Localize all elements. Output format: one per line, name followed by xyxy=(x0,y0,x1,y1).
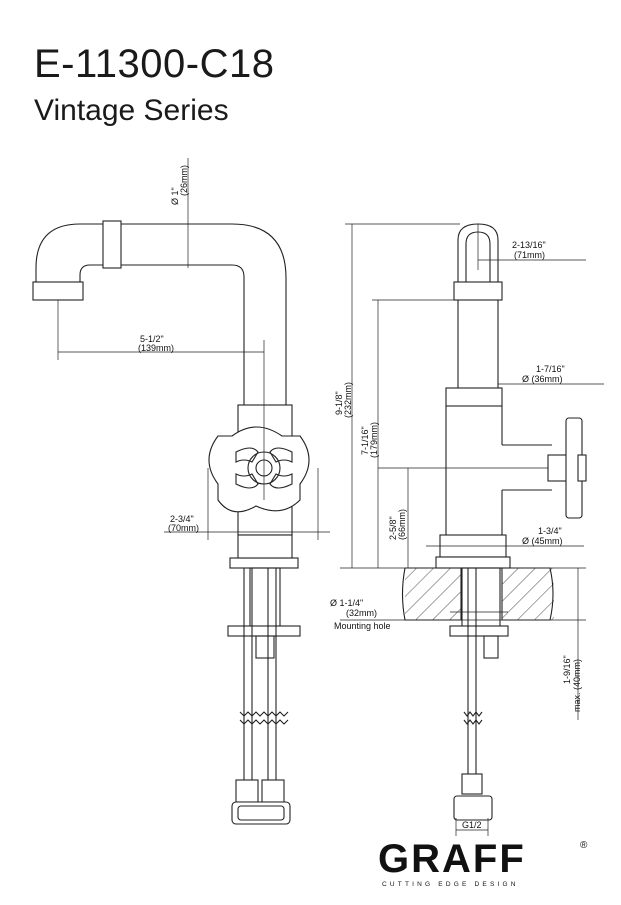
front-view xyxy=(32,220,310,825)
brand-name: GRAFF xyxy=(378,837,526,881)
side-view xyxy=(401,223,587,821)
hole-diameter-line2: (32mm) xyxy=(346,608,377,618)
front-washer xyxy=(227,625,301,637)
deck-left-hatch xyxy=(405,568,461,620)
mounting-hole-label: Mounting hole xyxy=(334,621,391,631)
spout-height-line2: (179mm) xyxy=(369,422,379,458)
front-pipe-dim-line1: Ø 1" xyxy=(170,187,180,205)
front-hose-nut-left xyxy=(235,779,259,803)
front-reach-dim-line2: (139mm) xyxy=(138,343,174,353)
side-collar xyxy=(453,281,503,301)
front-base-dim-line1: 2-3/4" xyxy=(170,514,194,524)
connection-label: G1/2 xyxy=(462,820,482,830)
body-diameter-line2: Ø (36mm) xyxy=(522,374,563,384)
total-height-line2: (232mm) xyxy=(343,382,353,418)
front-nozzle xyxy=(32,281,84,301)
side-dimension-texts: 9-1/8" (232mm) 7-1/16" (179mm) 2-5/8" (6… xyxy=(330,240,582,830)
brand-tagline: CUTTING EDGE DESIGN xyxy=(382,881,519,888)
front-base-dim-line2: (70mm) xyxy=(168,523,199,533)
graff-logo: GRAFF ® CUTTING EDGE DESIGN xyxy=(378,837,588,888)
side-dimensions xyxy=(340,223,604,836)
spout-height-line1: 7-1/16" xyxy=(360,426,370,455)
front-base xyxy=(229,557,299,569)
series-subtitle: Vintage Series xyxy=(34,94,229,127)
front-pipe-dim-line2: (26mm) xyxy=(179,165,189,196)
handle-height-line1: 2-5/8" xyxy=(388,516,398,540)
spout-width-line2: (71mm) xyxy=(514,250,545,260)
model-title: E-11300-C18 xyxy=(34,42,275,86)
handle-height-line2: (66mm) xyxy=(397,509,407,540)
hole-diameter-line1: Ø 1-1/4" xyxy=(330,598,363,608)
front-spout-outer xyxy=(35,223,287,405)
body-diameter-line1: 1-7/16" xyxy=(536,364,565,374)
brand-registered: ® xyxy=(580,840,588,851)
side-hose-nut xyxy=(461,773,483,795)
front-pipe-collar xyxy=(102,220,122,269)
front-spout-inner xyxy=(79,264,245,405)
front-reach-dim-line1: 5-1/2" xyxy=(140,334,164,344)
front-dimension-texts: Ø 1" (26mm) 5-1/2" (139mm) 2-3/4" (70mm) xyxy=(138,165,199,533)
deck-thickness-line2: max. (40mm) xyxy=(572,659,582,712)
deck-thickness-line1: 1-9/16" xyxy=(562,655,572,684)
front-dimensions xyxy=(57,158,330,540)
front-hose-nut-right xyxy=(261,779,285,803)
deck-right-hatch xyxy=(502,568,554,620)
total-height-line1: 9-1/8" xyxy=(334,391,344,415)
spout-width-line1: 2-13/16" xyxy=(512,240,546,250)
side-valve-body xyxy=(445,387,503,407)
base-diameter-line1: 1-3/4" xyxy=(538,526,562,536)
base-diameter-line2: Ø (45mm) xyxy=(522,536,563,546)
